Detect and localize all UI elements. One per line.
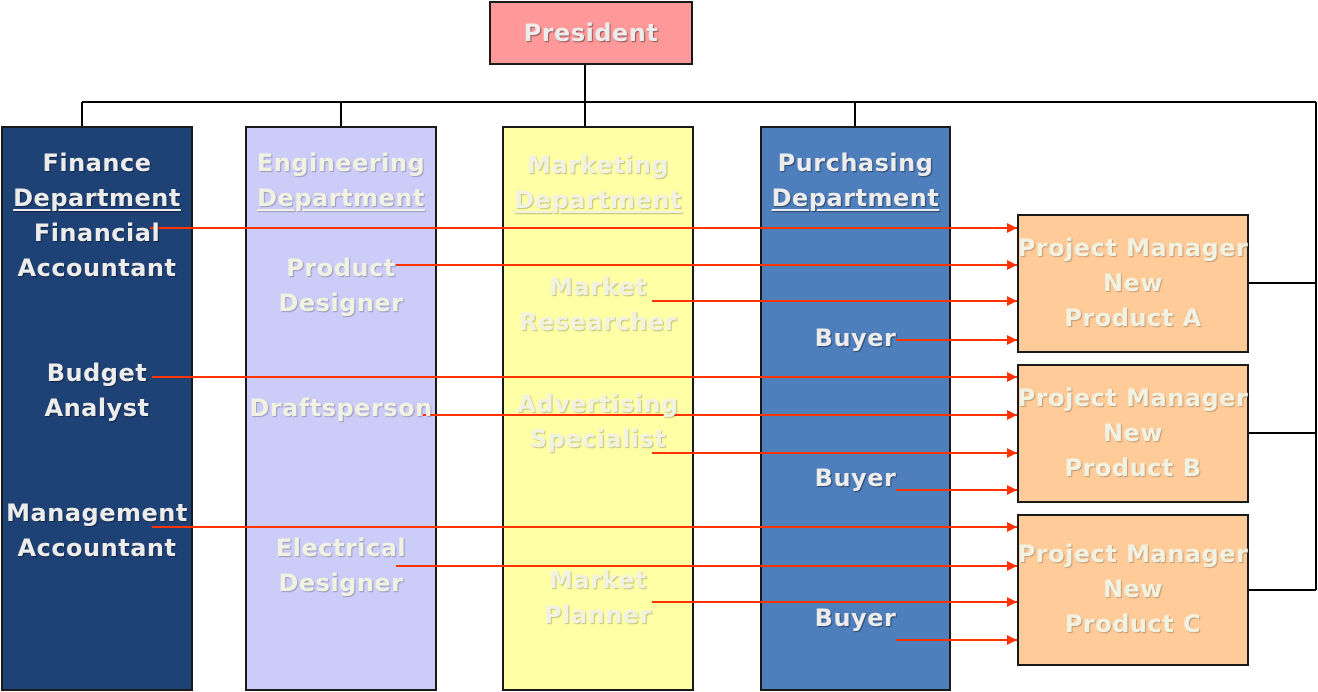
finance-department-box [1,126,193,691]
marketing-department-box [502,126,694,691]
role-draftsperson: Draftsperson [249,394,433,422]
purchasing-department-box [760,126,951,691]
project-manager-c-box [1017,514,1249,666]
president-box [489,1,693,65]
engineering-department-box [245,126,437,691]
project-manager-a-box [1017,214,1249,353]
role-buyer-1: Buyer [814,324,897,352]
role-buyer-3: Buyer [814,604,897,632]
project-manager-b-box [1017,364,1249,503]
role-buyer-2: Buyer [814,464,897,492]
president-label: President [523,19,659,47]
